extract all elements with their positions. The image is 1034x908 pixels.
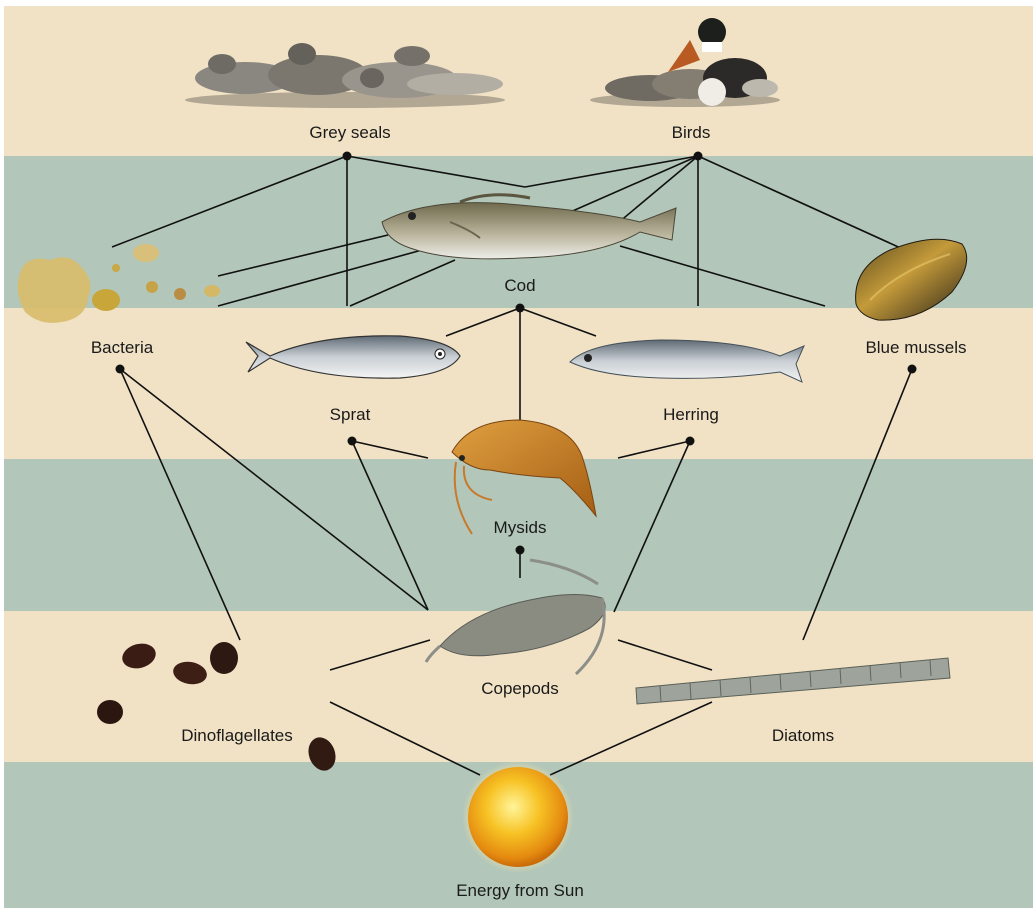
label-diatoms: Diatoms xyxy=(772,726,834,746)
dinoflagellates-image xyxy=(97,640,340,774)
blue-mussel-image xyxy=(856,239,967,320)
label-herring: Herring xyxy=(663,405,719,425)
copepod-image xyxy=(426,560,605,674)
label-blue-mussels: Blue mussels xyxy=(865,338,966,358)
label-grey-seals: Grey seals xyxy=(309,123,390,143)
sun-image xyxy=(462,761,574,873)
dot-herring xyxy=(686,437,695,446)
label-dinoflagellates: Dinoflagellates xyxy=(181,726,293,746)
birds-image xyxy=(590,18,780,107)
sprat-image xyxy=(246,336,460,378)
bacteria-image xyxy=(18,244,220,323)
dot-grey-seals xyxy=(343,152,352,161)
mysid-image xyxy=(452,420,596,534)
label-copepods: Copepods xyxy=(481,679,559,699)
dot-blue-mussels xyxy=(908,365,917,374)
grey-seals-image xyxy=(185,43,505,108)
label-birds: Birds xyxy=(672,123,711,143)
label-sprat: Sprat xyxy=(330,405,371,425)
dot-bacteria xyxy=(116,365,125,374)
herring-image xyxy=(570,340,804,382)
label-bacteria: Bacteria xyxy=(91,338,153,358)
label-cod: Cod xyxy=(504,276,535,296)
dot-cod xyxy=(516,304,525,313)
dot-birds xyxy=(694,152,703,161)
label-mysids: Mysids xyxy=(494,518,547,538)
dot-sprat xyxy=(348,437,357,446)
dot-mysids xyxy=(516,546,525,555)
diatoms-image xyxy=(636,658,950,704)
label-energy-from-sun: Energy from Sun xyxy=(456,881,584,901)
